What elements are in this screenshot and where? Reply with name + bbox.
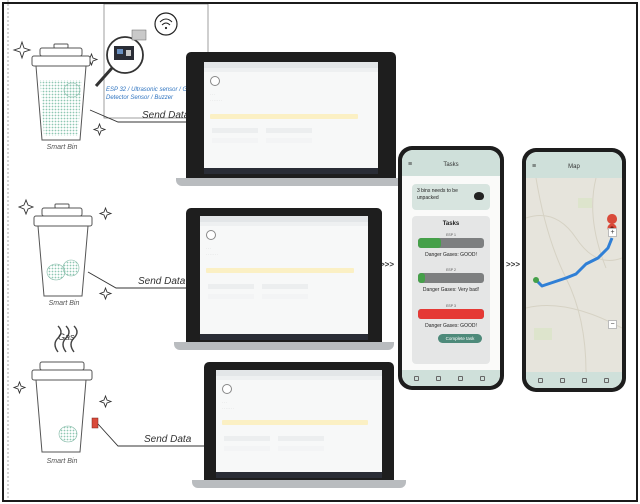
task-2-fill	[418, 273, 425, 283]
nav-list-icon[interactable]	[436, 376, 441, 381]
map-bottom-nav	[526, 372, 622, 388]
tasks-header: ≡ Tasks	[402, 150, 500, 176]
task-3-fill	[418, 309, 484, 319]
smart-bin-2	[33, 203, 93, 297]
nav-profile-icon[interactable]	[604, 378, 609, 383]
task-1-name: ESP 1	[446, 233, 456, 237]
menu-icon[interactable]: ≡	[408, 161, 413, 168]
task-3-progress	[418, 309, 484, 319]
laptop-dashboard-1: · · · · · · · · · ·	[176, 52, 406, 188]
nav-list-icon[interactable]	[560, 378, 565, 383]
dashboard-screen: · · · · · · · · · ·	[200, 216, 368, 340]
bin-label-1: Smart Bin	[46, 144, 78, 151]
route-line	[534, 237, 614, 288]
tasks-bottom-nav	[402, 370, 500, 386]
zoom-out-icon[interactable]: −	[608, 320, 617, 329]
map-view[interactable]: + −	[526, 178, 622, 372]
gas-label: Gas	[58, 332, 75, 342]
zoom-in-icon[interactable]: +	[608, 228, 617, 237]
trash-bag-icon	[474, 192, 484, 200]
phone-map: ≡ Map + −	[522, 148, 626, 392]
task-2-progress	[418, 273, 484, 283]
wifi-icon	[154, 12, 178, 36]
laptop-dashboard-2: · · · · · · · · · ·	[174, 208, 394, 354]
task-1-status: Danger Gases: GOOD!	[425, 252, 477, 258]
task-2-status: Danger Gases: Very bad!	[422, 287, 480, 293]
menu-icon[interactable]: ≡	[532, 163, 537, 170]
dashboard-screen: · · · · · · · · · ·	[216, 370, 382, 478]
sensor-magnifier	[94, 3, 215, 119]
sparkle-icons	[12, 40, 113, 409]
nav-home-icon[interactable]	[414, 376, 419, 381]
data-connectors	[87, 109, 206, 447]
arrow-to-map: >>>	[506, 260, 521, 269]
bin-label-3: Smart Bin	[46, 458, 78, 465]
start-marker	[533, 277, 539, 283]
task-2-name: ESP 2	[446, 268, 456, 272]
nav-map-icon[interactable]	[458, 376, 463, 381]
complete-task-button[interactable]: Complete task	[438, 334, 482, 343]
sensor-label: ESP 32 / Ultrasonic sensor / Gas Detecto…	[106, 87, 194, 101]
nav-home-icon[interactable]	[538, 378, 543, 383]
map-title: Map	[568, 164, 580, 170]
bin-label-2: Smart Bin	[48, 300, 80, 307]
smart-bin-1	[31, 43, 91, 141]
arrow-to-tasks: >>>	[380, 260, 395, 269]
tasks-panel: Tasks ESP 1 Danger Gases: GOOD! ESP 2 Da…	[412, 216, 490, 364]
task-3-status: Danger Gases: GOOD!	[425, 323, 477, 329]
tasks-title: Tasks	[443, 162, 459, 168]
map-screen: ≡ Map + −	[526, 152, 622, 388]
bins-notice-text: 3 bins needs to be unpacked	[417, 188, 458, 201]
task-1-fill	[418, 238, 442, 248]
phone-tasks: ≡ Tasks 3 bins needs to be unpacked Task…	[398, 146, 504, 390]
task-1-progress	[418, 238, 484, 248]
dashboard-screen: · · · · · · · · · ·	[204, 62, 378, 174]
nav-map-icon[interactable]	[582, 378, 587, 383]
smart-bin-3	[31, 325, 99, 453]
tasks-screen: ≡ Tasks 3 bins needs to be unpacked Task…	[402, 150, 500, 386]
nav-profile-icon[interactable]	[480, 376, 485, 381]
laptop-dashboard-3: · · · · · · · · · ·	[192, 362, 406, 490]
send-data-label-1: Send Data	[142, 110, 190, 121]
bins-notice: 3 bins needs to be unpacked	[412, 184, 490, 210]
send-data-label-2: Send Data	[138, 276, 186, 287]
task-3-name: ESP 3	[446, 304, 456, 308]
map-header: ≡ Map	[526, 152, 622, 178]
tasks-section-title: Tasks	[442, 221, 460, 227]
send-data-label-3: Send Data	[144, 434, 192, 445]
